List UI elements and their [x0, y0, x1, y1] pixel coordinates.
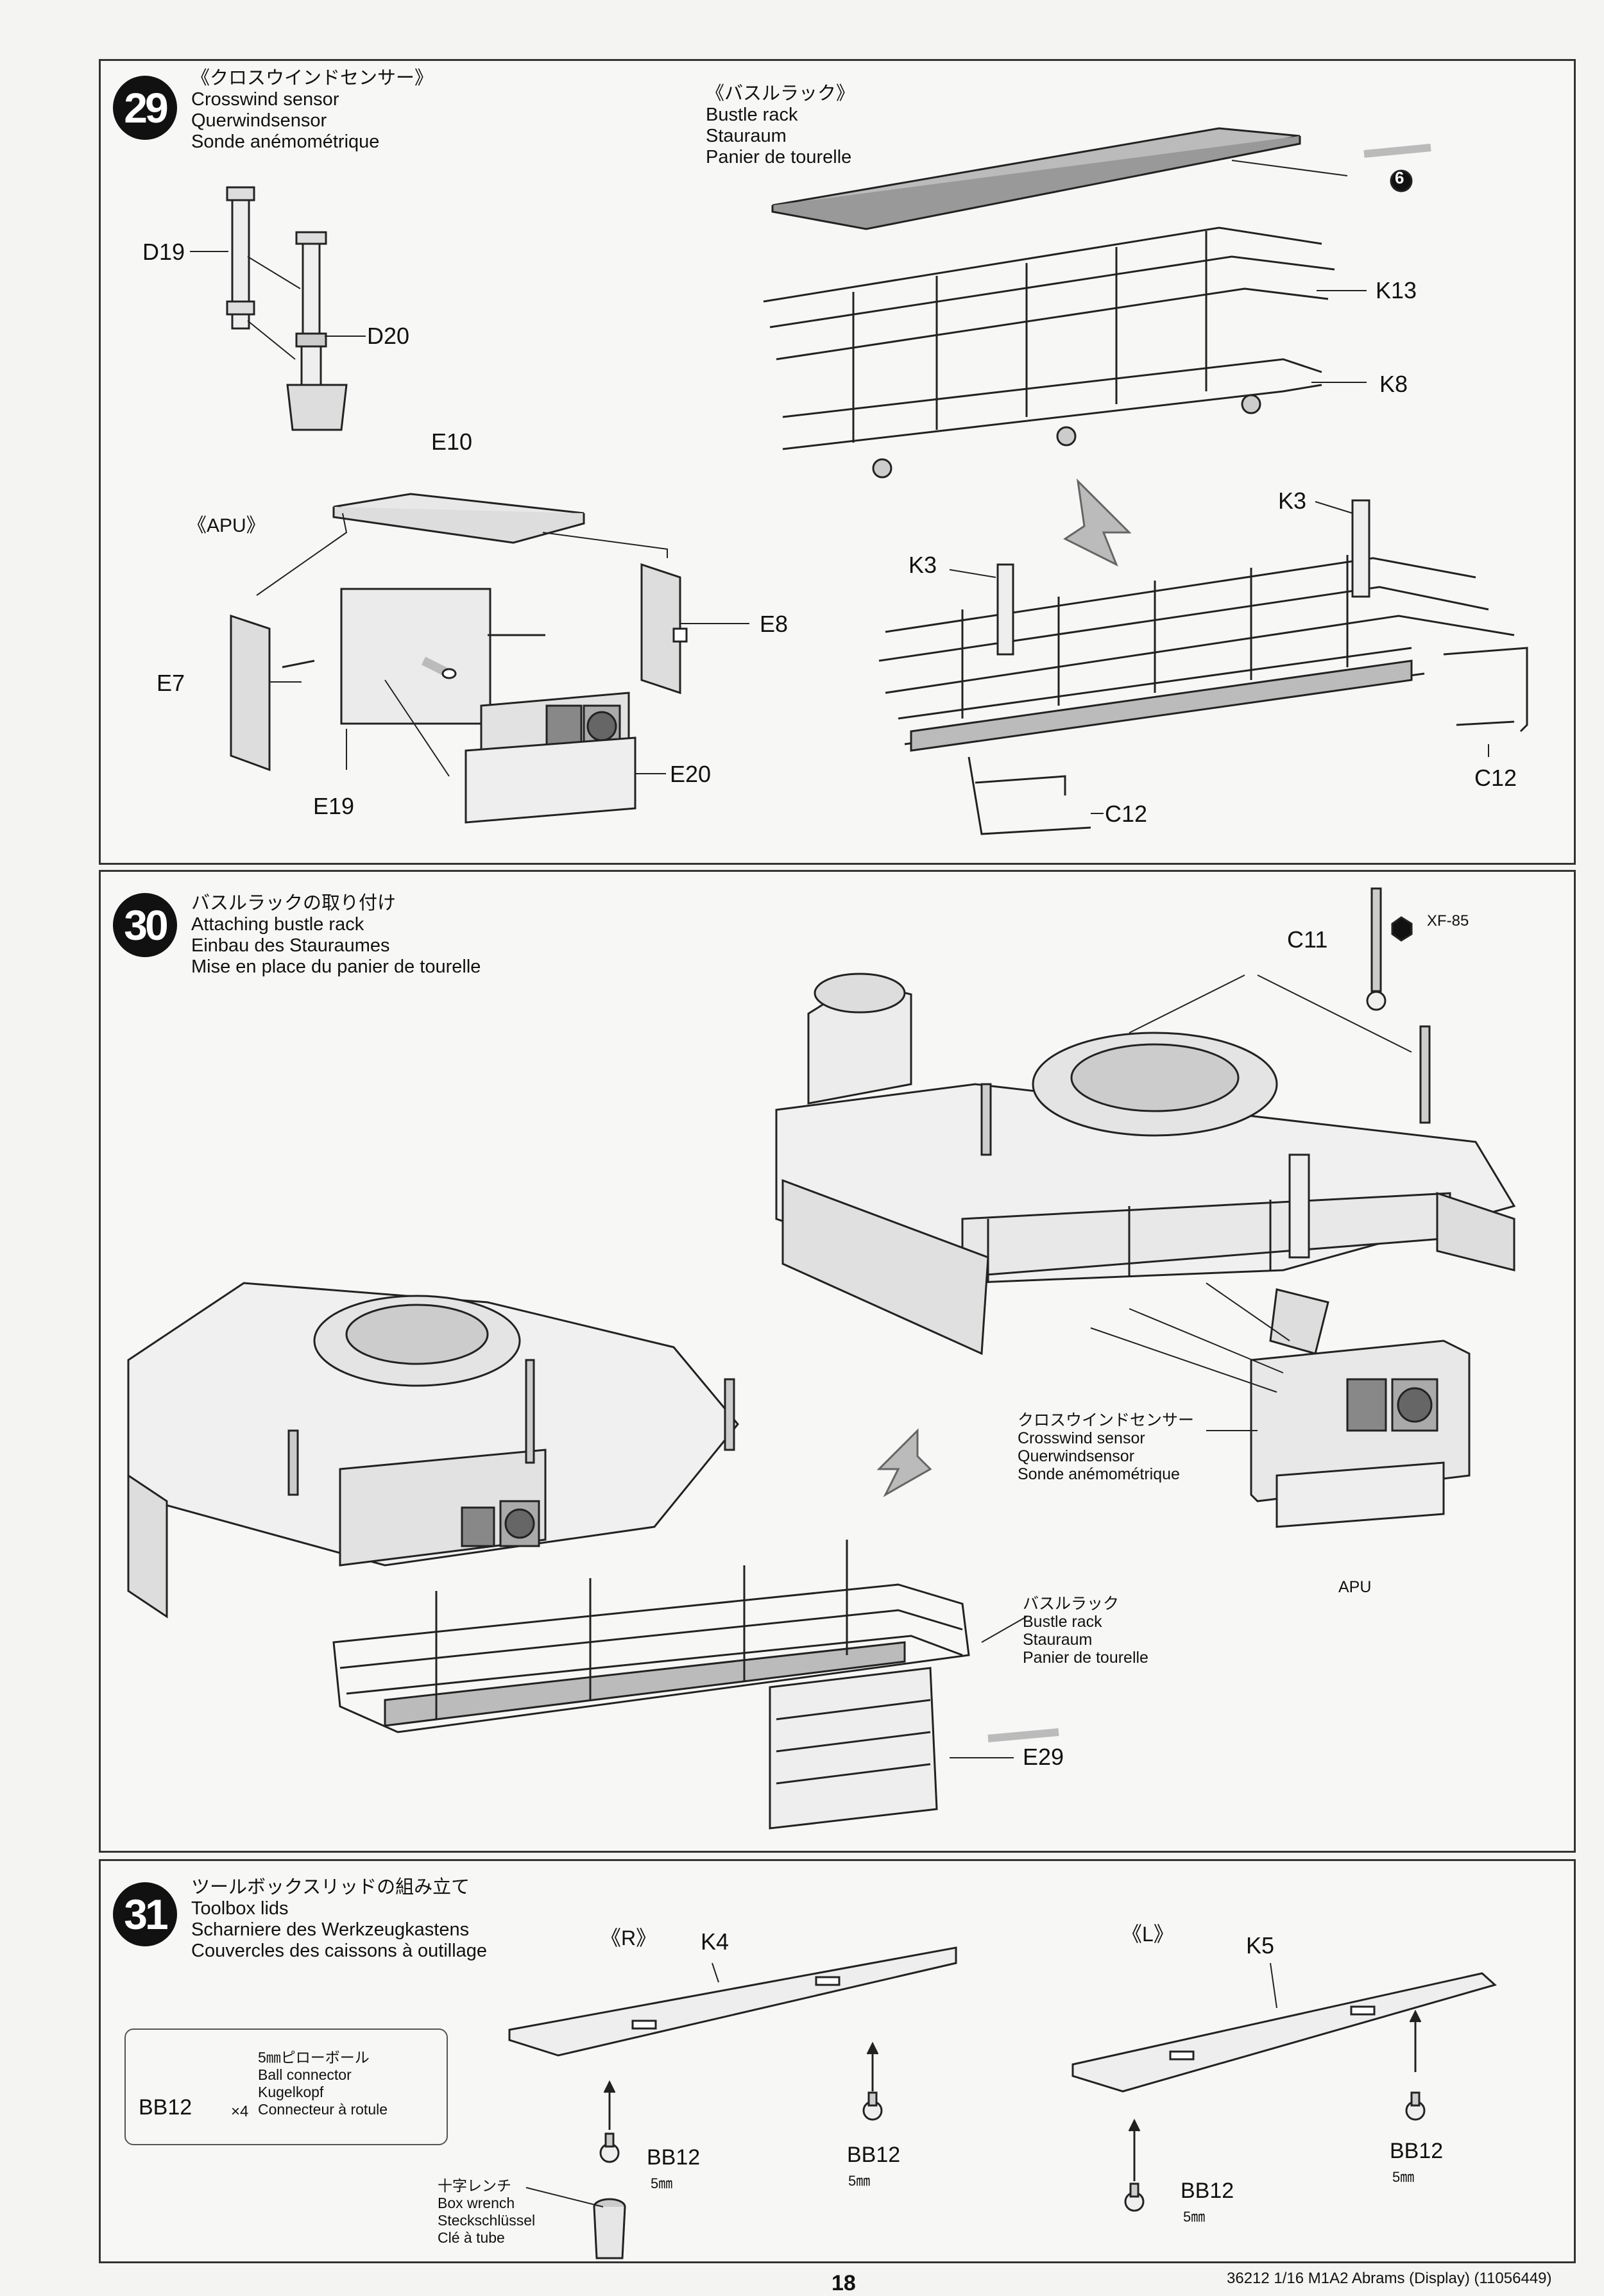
- legend-part: BB12: [139, 2095, 192, 2120]
- title-fr: Panier de tourelle: [706, 147, 852, 167]
- right-side-label: 《R》: [601, 1926, 657, 1950]
- step-29-number: 29: [113, 76, 177, 140]
- page-number: 18: [832, 2271, 856, 2295]
- bb12-label-k4-left: BB12: [647, 2145, 701, 2170]
- step-30-number: 30: [113, 893, 177, 957]
- lid-k5-drawing: [1071, 1972, 1497, 2093]
- box-wrench-drawing: [593, 2198, 626, 2259]
- bustle-mesh-drawing: [771, 127, 1301, 230]
- title-jp: 《クロスウインドセンサー》: [191, 68, 434, 89]
- note-fr: Sonde anémométrique: [1018, 1465, 1180, 1483]
- title-jp: ツールボックスリッドの組み立て: [191, 1877, 470, 1898]
- legend-descriptions: 5㎜ピローボール Ball connector Kugelkopf Connec…: [258, 2049, 388, 2118]
- note-fr: Panier de tourelle: [1023, 1649, 1148, 1667]
- bb12-label-k4-right: BB12: [847, 2143, 901, 2167]
- note-de: Stauraum: [1023, 1631, 1093, 1649]
- title-en: Crosswind sensor: [191, 89, 339, 110]
- crosswind-sensor-title: 《クロスウインドセンサー》 Crosswind sensor Querwinds…: [191, 68, 433, 153]
- step-29-drawing: [190, 127, 1528, 835]
- apu-lower-drawing: [1250, 1339, 1471, 1528]
- part-d20-drawing: [286, 231, 348, 431]
- title-de: Stauraum: [706, 126, 787, 146]
- part-label-c12-left: C12: [1105, 801, 1148, 827]
- wrench-fr: Clé à tube: [438, 2229, 505, 2246]
- part-label-k3-left: K3: [909, 552, 937, 578]
- title-jp: バスルラックの取り付け: [191, 893, 397, 914]
- part-label-d20: D20: [367, 323, 410, 349]
- ball-connector-k4-left: [599, 2080, 620, 2163]
- attaching-bustle-rack-title: バスルラックの取り付け Attaching bustle rack Einbau…: [191, 893, 481, 978]
- note-jp: バスルラック: [1023, 1595, 1120, 1613]
- title-fr: Couvercles des caissons à outillage: [191, 1941, 488, 1961]
- title-de: Querwindsensor: [191, 110, 327, 131]
- part-label-d19: D19: [142, 239, 185, 265]
- size-label-k5-left: 5㎜: [1183, 2209, 1206, 2225]
- box-wrench-note: 十字レンチ Box wrench Steckschlüssel Clé à tu…: [438, 2177, 535, 2247]
- step-30-drawing: [127, 887, 1516, 1830]
- wrench-jp: 十字レンチ: [438, 2177, 511, 2194]
- bustle-rack-title: 《バスルラック》 Bustle rack Stauraum Panier de …: [706, 83, 855, 168]
- crosswind-sensor-note: クロスウインドセンサー Crosswind sensor Querwindsen…: [1018, 1411, 1194, 1483]
- wrench-de: Steckschlüssel: [438, 2212, 536, 2229]
- wrench-en: Box wrench: [438, 2195, 515, 2211]
- kit-code: 36212 1/16 M1A2 Abrams (Display) (110564…: [1227, 2270, 1552, 2287]
- part-label-c12-right: C12: [1474, 765, 1517, 791]
- ball-connector-k5-right: [1405, 2009, 1426, 2121]
- legend-de: Kugelkopf: [258, 2084, 324, 2100]
- paint-xf85-label: XF-85: [1427, 912, 1469, 930]
- ball-connector-k5-left: [1124, 2118, 1145, 2212]
- part-label-e20: E20: [670, 761, 712, 787]
- title-en: Bustle rack: [706, 105, 798, 125]
- legend-jp: 5㎜ピローボール: [258, 2049, 370, 2066]
- apu-note: APU: [1338, 1578, 1372, 1596]
- title-jp: 《バスルラック》: [706, 83, 855, 104]
- part-label-k8: K8: [1379, 371, 1408, 397]
- part-label-e7: E7: [157, 670, 185, 696]
- upper-turret-drawing: [775, 887, 1516, 1356]
- cement-number: 6: [1395, 168, 1404, 187]
- apu-subtitle: 《APU》: [187, 515, 266, 536]
- part-label-e8: E8: [760, 611, 789, 637]
- legend-qty: ×4: [231, 2103, 249, 2120]
- apu-drawing: [230, 493, 688, 824]
- title-de: Einbau des Stauraumes: [191, 935, 390, 956]
- note-en: Crosswind sensor: [1018, 1429, 1145, 1447]
- title-en: Toolbox lids: [191, 1898, 289, 1919]
- part-d19-drawing: [226, 186, 255, 330]
- bustle-rack-mounted-drawing: [332, 1540, 970, 1830]
- note-jp: クロスウインドセンサー: [1018, 1411, 1195, 1429]
- title-fr: Sonde anémométrique: [191, 132, 380, 152]
- part-label-k13: K13: [1376, 277, 1417, 303]
- size-label-k5-right: 5㎜: [1392, 2169, 1415, 2185]
- bustle-rack-note: バスルラック Bustle rack Stauraum Panier de to…: [1023, 1595, 1148, 1667]
- note-en: Bustle rack: [1023, 1613, 1102, 1631]
- lid-k4-drawing: [508, 1946, 957, 2057]
- step-31-number: 31: [113, 1882, 177, 1946]
- bb12-label-k5-left: BB12: [1181, 2179, 1234, 2203]
- part-label-k4: K4: [701, 1928, 729, 1955]
- ball-connector-k4-right: [862, 2041, 883, 2121]
- part-label-e19: E19: [313, 793, 355, 819]
- size-label-k4-right: 5㎜: [848, 2173, 871, 2189]
- note-de: Querwindsensor: [1018, 1447, 1135, 1465]
- left-side-label: 《L》: [1122, 1923, 1174, 1946]
- title-en: Attaching bustle rack: [191, 914, 364, 935]
- bb12-label-k5-right: BB12: [1390, 2139, 1444, 2163]
- legend-fr: Connecteur à rotule: [258, 2101, 388, 2118]
- title-fr: Mise en place du panier de tourelle: [191, 957, 481, 977]
- lower-turret-drawing: [127, 1282, 739, 1619]
- bb12-legend-box: [124, 2028, 448, 2145]
- part-label-c11: C11: [1287, 926, 1328, 953]
- bustle-rack-lower-drawing: [878, 499, 1528, 835]
- size-label-k4-left: 5㎜: [651, 2175, 673, 2191]
- part-label-k3-right: K3: [1278, 488, 1307, 514]
- toolbox-lids-title: ツールボックスリッドの組み立て Toolbox lids Scharniere …: [191, 1877, 487, 1962]
- part-label-e10: E10: [431, 429, 473, 455]
- part-label-e29: E29: [1023, 1744, 1064, 1770]
- title-de: Scharniere des Werkzeugkastens: [191, 1919, 470, 1940]
- legend-en: Ball connector: [258, 2066, 352, 2083]
- bustle-rack-frame-drawing: [763, 226, 1335, 479]
- part-label-k5: K5: [1246, 1932, 1275, 1959]
